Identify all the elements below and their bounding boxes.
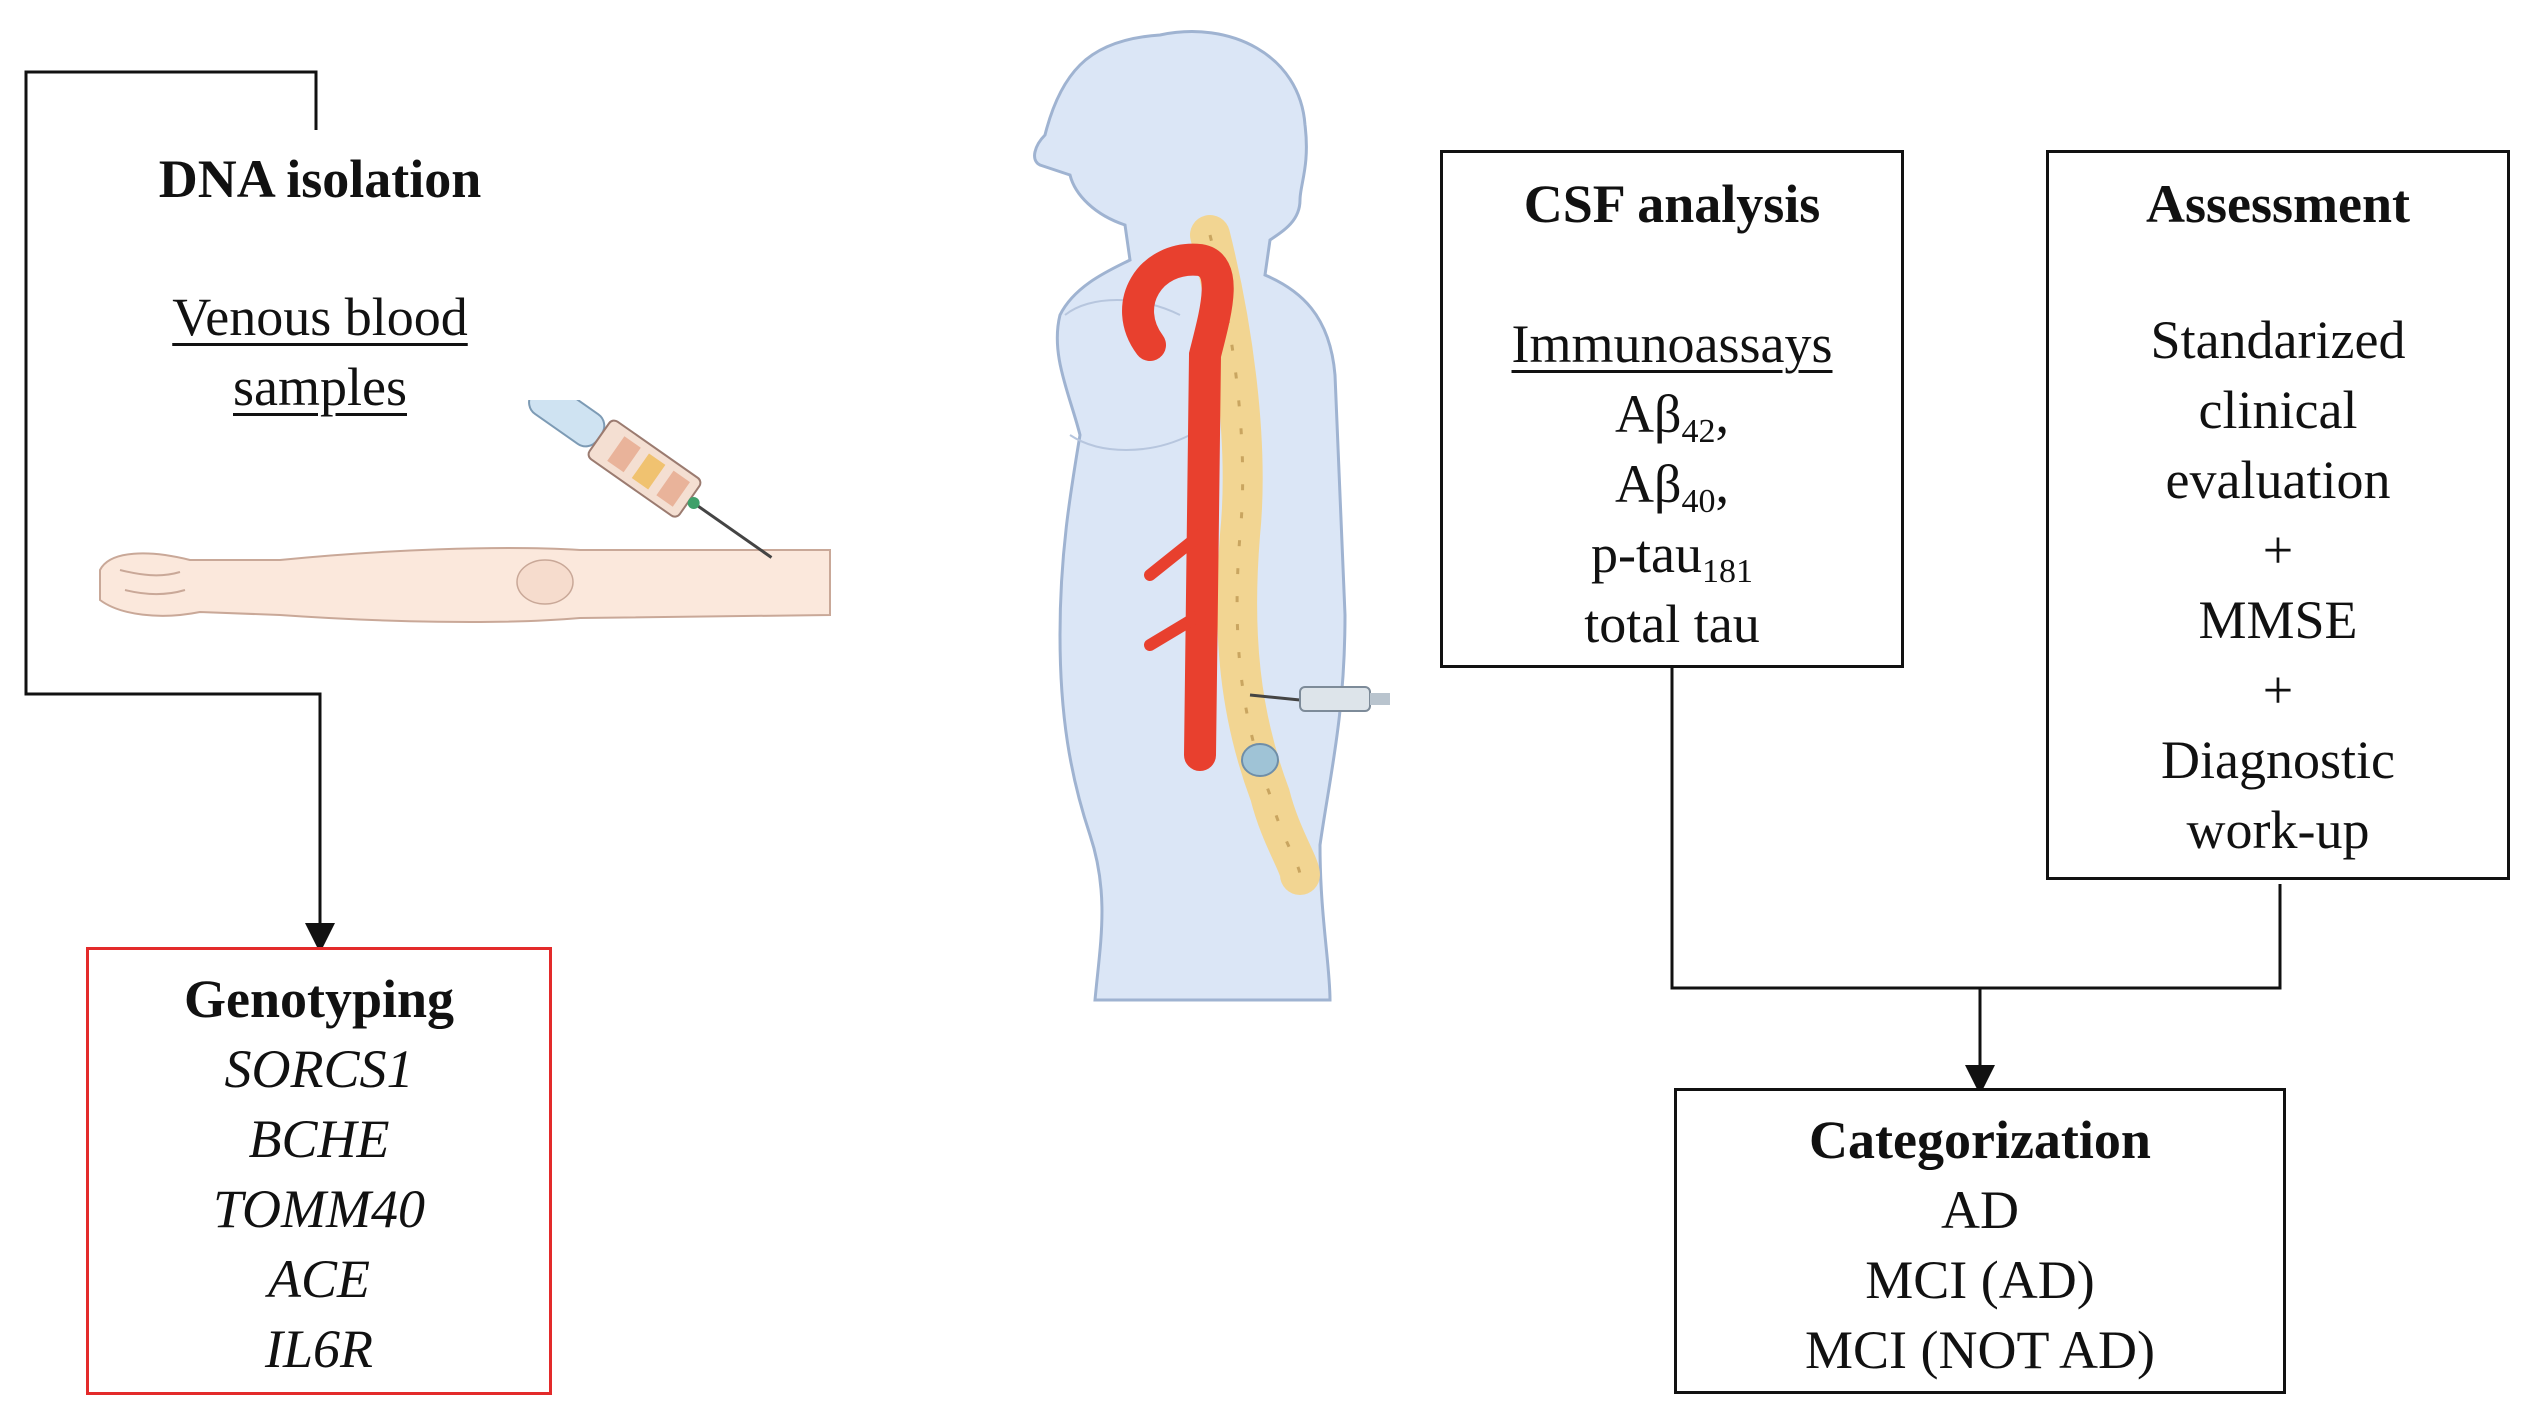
category-item: AD (1941, 1180, 2019, 1240)
csf-marker: total tau (1584, 594, 1760, 654)
assessment-line: Standarized (2150, 310, 2406, 370)
venous-blood-line-2: samples (233, 357, 407, 417)
csf-down-line (1670, 668, 2282, 990)
assessment-line: evaluation (2165, 450, 2391, 510)
assessment-line: + (2262, 520, 2294, 580)
aorta-icon (1122, 243, 1234, 771)
arm-syringe-illustration (99, 400, 831, 623)
csf-marker: Aβ40, (1615, 454, 1729, 520)
csf-marker: p-tau181 (1591, 524, 1753, 590)
gene-item: ACE (268, 1249, 370, 1309)
assessment-line: + (2262, 660, 2294, 720)
assessment-line: clinical (2198, 380, 2358, 440)
gene-item: SORCS1 (224, 1039, 414, 1099)
human-body-illustration (1033, 30, 1390, 1002)
categorization-title: Categorization (1809, 1110, 2151, 1170)
gene-item: IL6R (265, 1319, 373, 1379)
arm-shape (99, 547, 831, 623)
csf-method: Immunoassays (1511, 314, 1833, 374)
category-item: MCI (NOT AD) (1805, 1320, 2155, 1380)
assessment-title: Assessment (2146, 174, 2410, 234)
genotyping-box: Genotyping SORCS1 BCHE TOMM40 ACE IL6R (86, 947, 552, 1395)
lumbar-needle-icon (1249, 686, 1390, 712)
dna-isolation-title: DNA isolation (158, 149, 482, 209)
spine-icon (1190, 215, 1320, 895)
csf-title: CSF analysis (1523, 174, 1821, 234)
gene-item: TOMM40 (212, 1179, 426, 1239)
syringe-icon (528, 400, 773, 559)
assessment-line: work-up (2186, 800, 2370, 860)
assessment-box: Assessment Standarized clinical evaluati… (2046, 150, 2510, 880)
categorization-box: Categorization AD MCI (AD) MCI (NOT AD) (1674, 1088, 2286, 1394)
gene-item: BCHE (248, 1109, 390, 1169)
assessment-line: MMSE (2198, 590, 2358, 650)
csf-analysis-box: CSF analysis Immunoassays Aβ42, Aβ40, p-… (1440, 150, 1904, 668)
category-item: MCI (AD) (1865, 1250, 2095, 1310)
assessment-line: Diagnostic (2161, 730, 2395, 790)
venous-blood-line-1: Venous blood (172, 287, 468, 347)
dna-bracket-line (24, 70, 335, 953)
genotyping-title: Genotyping (183, 969, 455, 1029)
csf-marker: Aβ42, (1615, 384, 1729, 450)
